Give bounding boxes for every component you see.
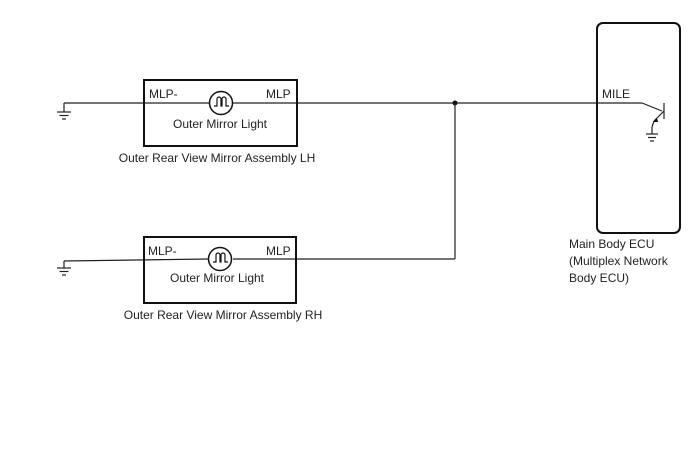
rh-inner-label: Outer Mirror Light [170, 271, 265, 285]
transistor-icon [641, 102, 665, 142]
main-body-ecu-box [596, 22, 681, 234]
ground-symbol-rh [57, 261, 71, 276]
ecu-name-line1: Main Body ECU [569, 237, 654, 251]
wire-rh-ground [63, 258, 210, 262]
lh-lamp-icon [208, 90, 234, 116]
rh-pin-mlp-minus: MLP- [148, 244, 177, 258]
lh-inner-label: Outer Mirror Light [173, 117, 268, 131]
ecu-name-line3: Body ECU) [569, 271, 629, 285]
lh-mirror-assembly-box [143, 79, 298, 147]
rh-mirror-assembly-box [143, 236, 297, 304]
rh-lamp-icon [207, 246, 233, 272]
ground-symbol-lh [57, 103, 71, 120]
lh-pin-mlp-minus: MLP- [149, 87, 178, 101]
ecu-name-line2: (Multiplex Network [569, 254, 669, 268]
rh-assembly-label: Outer Rear View Mirror Assembly RH [124, 308, 323, 322]
lh-pin-mlp: MLP [266, 87, 291, 101]
lh-assembly-label: Outer Rear View Mirror Assembly LH [119, 151, 316, 165]
ecu-pin-mile: MILE [602, 87, 630, 101]
rh-pin-mlp: MLP [266, 244, 291, 258]
